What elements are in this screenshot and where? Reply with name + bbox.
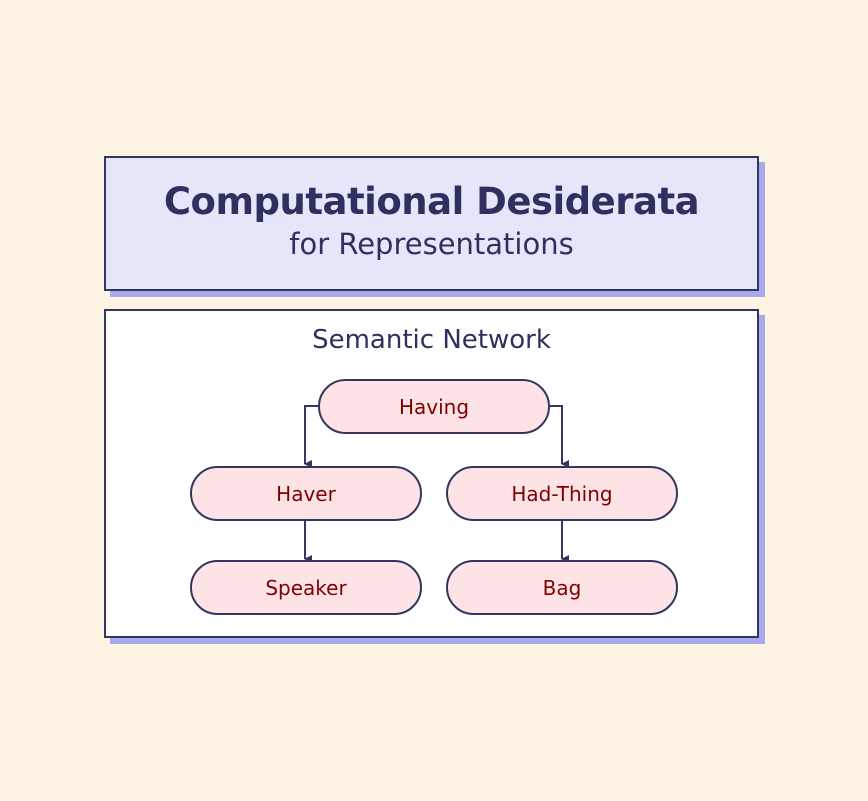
- edge-having-hadthing: [550, 405, 569, 468]
- node-haver: Haver: [190, 466, 422, 521]
- network-heading: Semantic Network: [312, 325, 551, 355]
- node-having: Having: [318, 379, 550, 434]
- node-bag: Bag: [446, 560, 678, 615]
- title: Computational Desiderata: [163, 180, 700, 223]
- subtitle: for Representations: [289, 227, 574, 261]
- title-box: Computational Desiderata for Representat…: [104, 156, 759, 291]
- node-had-thing: Had-Thing: [446, 466, 678, 521]
- node-speaker: Speaker: [190, 560, 422, 615]
- edge-having-haver: [304, 405, 318, 468]
